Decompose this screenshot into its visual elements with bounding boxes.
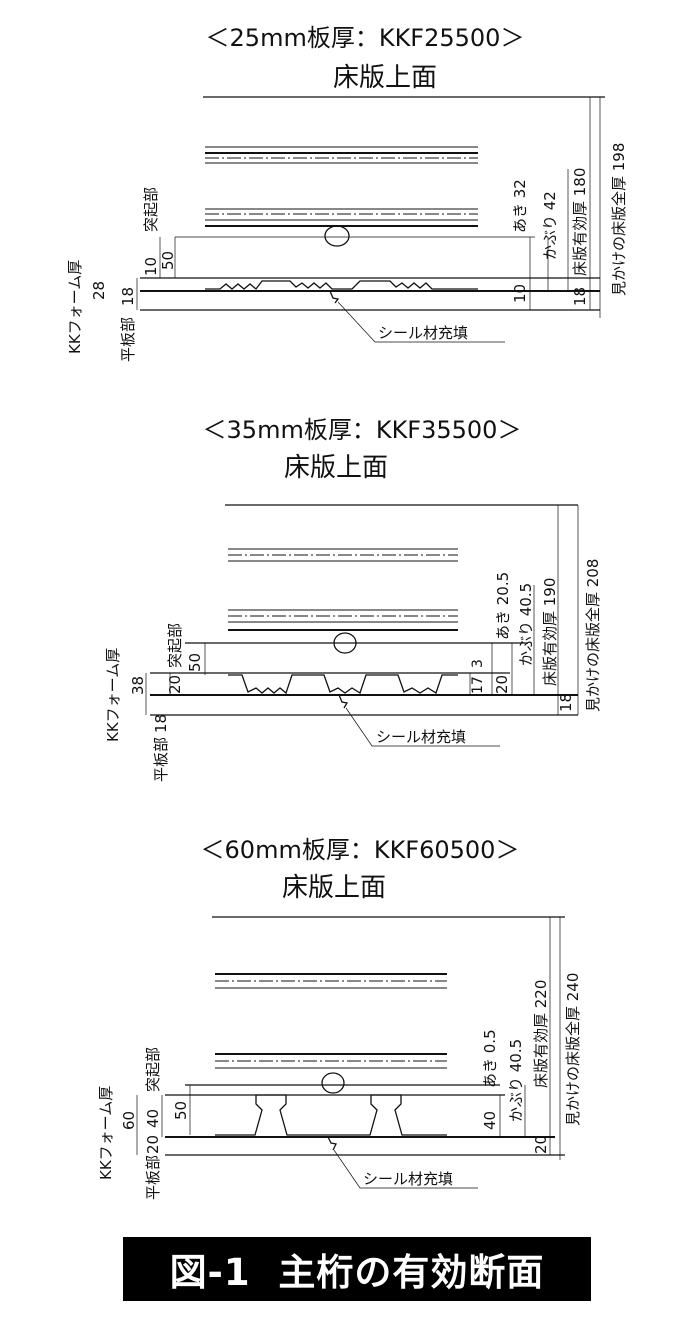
small-dim-b: 3 <box>470 659 486 668</box>
height-50: 50 <box>186 653 204 672</box>
section-25mm: ＜25mm板厚：KKF25500＞ 床版上面 シール材充填 KKフォーム厚 <box>66 24 628 362</box>
seal-leader <box>337 301 505 343</box>
height-50: 50 <box>172 1101 190 1120</box>
section-60mm: ＜60mm板厚：KKF60500＞ 床版上面 シール材充填 KKフォーム厚 60… <box>97 836 582 1200</box>
aki-dim: あき 0.5 <box>481 1029 499 1088</box>
seal-joint <box>338 694 349 709</box>
right-inner-value: 10 <box>511 284 529 303</box>
effective-thickness: 床版有効厚 180 <box>571 168 589 276</box>
right-inner-value: 40 <box>481 1111 499 1130</box>
rib-label: 突起部 <box>144 1047 162 1092</box>
flat-part-value: 18 <box>119 287 137 306</box>
rib-label: 突起部 <box>166 623 184 668</box>
right-inner-value: 20 <box>493 675 511 694</box>
kaburi-dim: かぶり 42 <box>541 191 559 260</box>
right-outer-value: 18 <box>571 287 589 306</box>
effective-thickness: 床版有効厚 190 <box>541 578 559 686</box>
small-dim-a: 17 <box>470 676 486 694</box>
flat-part-value: 18 <box>152 714 170 733</box>
main-rebar-circle <box>324 225 350 247</box>
slab-top-label: 床版上面 <box>284 453 388 483</box>
seal-leader <box>333 1149 478 1189</box>
section-title: ＜60mm板厚：KKF60500＞ <box>201 836 520 864</box>
kaburi-dim: かぶり 40.5 <box>517 583 535 666</box>
rib-value: 20 <box>166 675 184 694</box>
rib-value: 40 <box>144 1109 162 1128</box>
slab-top-label: 床版上面 <box>282 873 386 903</box>
seal-label: シール材充填 <box>378 324 468 342</box>
flat-part-label: 平板部 <box>152 737 170 782</box>
form-thickness-value: 38 <box>129 676 147 695</box>
form-thickness-value: 60 <box>120 1111 138 1130</box>
aki-dim: あき 32 <box>511 179 529 233</box>
form-ribs <box>215 1094 447 1136</box>
seal-leader <box>345 707 500 747</box>
form-ribs <box>205 280 478 290</box>
section-title: ＜35mm板厚：KKF35500＞ <box>203 416 522 444</box>
section-title: ＜25mm板厚：KKF25500＞ <box>206 24 525 52</box>
form-thickness-label: KKフォーム厚 <box>104 648 122 742</box>
seal-joint <box>327 1136 337 1151</box>
form-thickness-label: KKフォーム厚 <box>66 260 84 354</box>
right-outer-value: 20 <box>532 1135 550 1154</box>
aki-dim: あき 20.5 <box>494 572 512 640</box>
slab-top-label: 床版上面 <box>333 63 437 93</box>
section-35mm: ＜35mm板厚：KKF35500＞ 床版上面 シール材充填 KKフォーム厚 38… <box>104 416 602 782</box>
main-rebar-circle <box>321 1072 345 1094</box>
height-50: 50 <box>159 251 177 270</box>
effective-thickness: 床版有効厚 220 <box>532 980 550 1088</box>
flat-part-label: 平板部 <box>119 317 137 362</box>
rib-label: 突起部 <box>142 187 160 232</box>
form-thickness-value: 28 <box>90 281 108 300</box>
form-thickness-label: KKフォーム厚 <box>97 1086 115 1180</box>
seal-label: シール材充填 <box>363 1170 453 1188</box>
kaburi-dim: かぶり 40.5 <box>507 1039 525 1122</box>
flat-part-label: 平板部 <box>144 1155 162 1200</box>
rib-value: 10 <box>142 257 160 276</box>
apparent-total-thickness: 見かけの床版全厚 240 <box>564 973 582 1126</box>
figure-caption-box: 図-1 主桁の有効断面 <box>123 1237 591 1301</box>
seal-label: シール材充填 <box>376 728 466 746</box>
seal-joint <box>329 290 340 304</box>
apparent-total-thickness: 見かけの床版全厚 208 <box>584 559 602 712</box>
right-outer-value: 18 <box>557 693 575 712</box>
flat-part-value: 20 <box>144 1135 162 1154</box>
apparent-total-thickness: 見かけの床版全厚 198 <box>610 143 628 296</box>
form-ribs <box>228 674 458 695</box>
figure-caption: 図-1 主桁の有効断面 <box>169 1251 545 1294</box>
